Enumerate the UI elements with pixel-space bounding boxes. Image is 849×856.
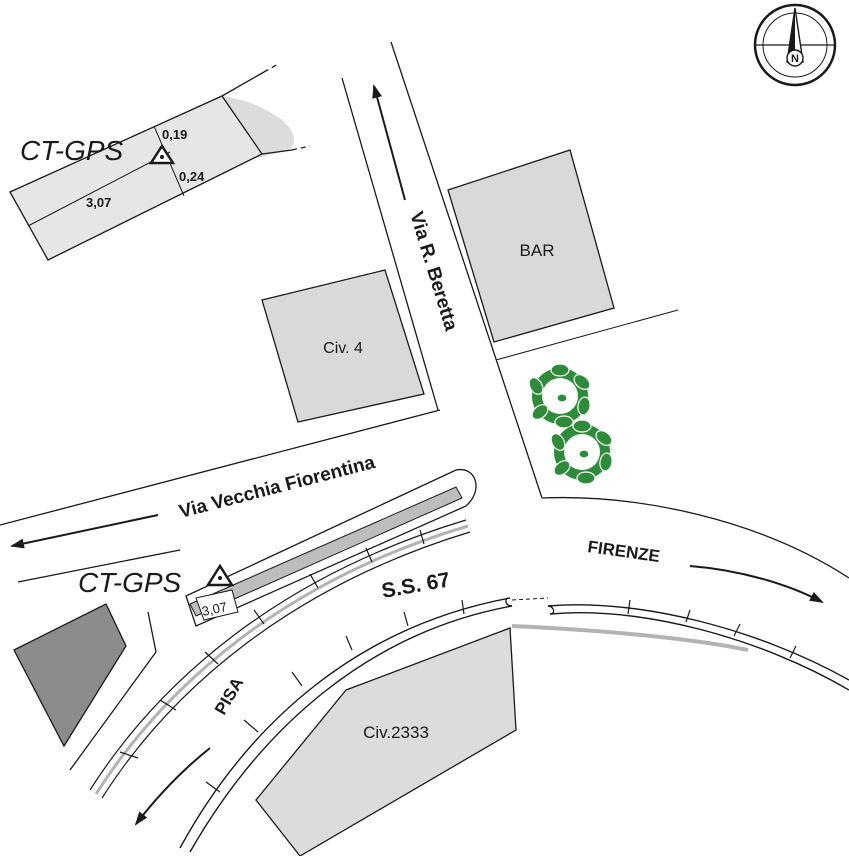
building-dark [13, 603, 127, 748]
ss67-inner-curve [89, 519, 471, 799]
street-label-via-vecchia-fiorentina: Via Vecchia Fiorentina [177, 452, 378, 523]
road-median [185, 469, 477, 627]
measure-307-upper: 3,07 [86, 195, 111, 210]
triangle-survey-marker-icon [148, 143, 176, 165]
gray-boundary-line [511, 624, 749, 652]
measure-024: 0,24 [179, 169, 205, 184]
direction-label-pisa: PISA [211, 674, 247, 718]
survey-point-lower: CT-GPS 3,07 [78, 563, 239, 621]
via-vecchia-fiorentina-road: Via Vecchia Fiorentina [0, 409, 441, 583]
upper-survey-plot: 0,19 0,24 3,07 [9, 63, 311, 261]
building-civ4: Civ. 4 [261, 269, 425, 423]
building-civ2333: Civ.2333 [255, 627, 517, 856]
bar-property-line [495, 309, 679, 361]
street-label-ss67: S.S. 67 [380, 568, 452, 603]
building-bar: BAR [447, 149, 615, 343]
compass-north-label: N [791, 53, 799, 65]
direction-label-firenze: FIRENZE [586, 537, 661, 566]
survey-point-upper: CT-GPS [20, 135, 176, 166]
ss67-outer-curve [179, 597, 849, 853]
building-label-bar: BAR [520, 241, 555, 260]
property-boundary [69, 611, 157, 771]
measure-019: 0,19 [162, 127, 187, 142]
tree-icon [528, 363, 591, 429]
measure-307-lower: 3,07 [201, 599, 229, 619]
building-label-civ2333: Civ.2333 [363, 723, 429, 742]
direction-firenze: FIRENZE [586, 537, 824, 603]
compass: N [753, 3, 837, 87]
triangle-survey-marker-icon [205, 563, 235, 587]
firenze-side-road [541, 496, 849, 579]
north-arrow-icon: N [786, 7, 804, 67]
building-label-civ4: Civ. 4 [323, 340, 363, 357]
direction-pisa: PISA [134, 674, 247, 826]
survey-point-label: CT-GPS [78, 567, 182, 598]
survey-point-label: CT-GPS [20, 135, 124, 166]
tree-icon [550, 419, 613, 485]
